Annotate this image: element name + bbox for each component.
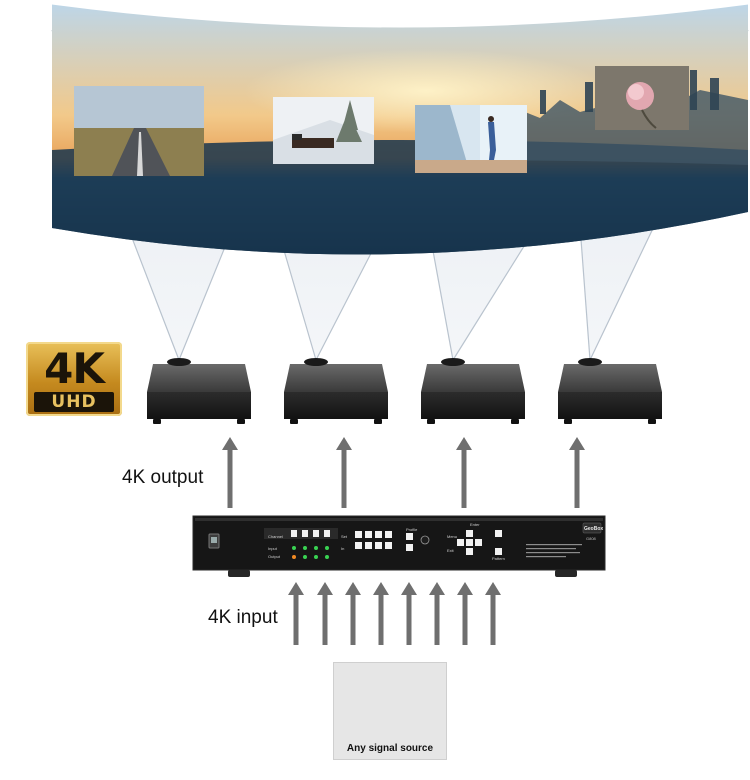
nav-up-button bbox=[466, 530, 473, 537]
device-model: G808 bbox=[586, 536, 597, 541]
video-wall-processor: Channel Input Output Set In Profile Menu… bbox=[192, 515, 606, 577]
device-label-pattern: Pattern bbox=[492, 556, 505, 561]
profile-button-2 bbox=[406, 544, 413, 551]
nav-center-button bbox=[466, 539, 473, 546]
channel-button-1 bbox=[291, 530, 297, 537]
projector-row bbox=[147, 358, 662, 424]
signal-source-caption: Any signal source bbox=[346, 743, 434, 754]
output-arrow-3 bbox=[456, 437, 472, 508]
set-in-button-2-3 bbox=[375, 542, 382, 549]
output-arrow-2 bbox=[336, 437, 352, 508]
input-led-1 bbox=[292, 546, 296, 550]
output-arrow-1 bbox=[222, 437, 238, 508]
photo-frozen-flower bbox=[595, 66, 689, 130]
projector-1 bbox=[147, 358, 251, 424]
input-led-4 bbox=[325, 546, 329, 550]
set-in-button-2-1 bbox=[355, 542, 362, 549]
channel-button-2 bbox=[302, 530, 308, 537]
input-arrow-2 bbox=[317, 582, 333, 645]
output-led-3 bbox=[314, 555, 318, 559]
device-label-exit: Exit bbox=[447, 548, 455, 553]
device-label-profile: Profile bbox=[406, 527, 418, 532]
device-label-enter: Enter bbox=[470, 522, 480, 527]
badge-standard: UHD bbox=[34, 392, 114, 412]
photo-snow-train bbox=[273, 97, 374, 164]
device-row-label-output: Output bbox=[268, 554, 281, 559]
projector-4 bbox=[558, 358, 662, 424]
set-in-button-1-4 bbox=[385, 531, 392, 538]
output-arrow-4 bbox=[569, 437, 585, 508]
pattern-button-1 bbox=[495, 530, 502, 537]
input-arrows bbox=[288, 582, 501, 645]
projector-2 bbox=[284, 358, 388, 424]
input-led-2 bbox=[303, 546, 307, 550]
channel-button-4 bbox=[324, 530, 330, 537]
output-arrows bbox=[222, 437, 585, 508]
device-row-label-channel: Channel bbox=[268, 534, 283, 539]
input-arrow-8 bbox=[485, 582, 501, 645]
set-in-button-1-2 bbox=[365, 531, 372, 538]
device-side-label-set: Set bbox=[341, 534, 348, 539]
photo-man-architecture bbox=[415, 105, 527, 173]
input-arrow-6 bbox=[429, 582, 445, 645]
device-label-menu: Menu bbox=[447, 534, 457, 539]
photo-road-landscape bbox=[74, 86, 204, 176]
output-label: 4K output bbox=[122, 467, 204, 488]
output-led-1 bbox=[292, 555, 296, 559]
signal-source-panel: Any signal source bbox=[333, 662, 447, 760]
nav-left-button bbox=[457, 539, 464, 546]
input-led-3 bbox=[314, 546, 318, 550]
device-brand: GeoBox bbox=[584, 526, 603, 532]
input-arrow-5 bbox=[401, 582, 417, 645]
input-arrow-3 bbox=[345, 582, 361, 645]
input-arrow-4 bbox=[373, 582, 389, 645]
device-side-label-in: In bbox=[341, 546, 344, 551]
profile-button-1 bbox=[406, 533, 413, 540]
input-label: 4K input bbox=[208, 607, 278, 628]
set-in-button-1-1 bbox=[355, 531, 362, 538]
input-arrow-1 bbox=[288, 582, 304, 645]
pattern-button-2 bbox=[495, 548, 502, 555]
input-arrow-7 bbox=[457, 582, 473, 645]
output-led-4 bbox=[325, 555, 329, 559]
nav-down-button bbox=[466, 548, 473, 555]
device-row-label-input: Input bbox=[268, 546, 278, 551]
badge-resolution: 4K bbox=[44, 344, 105, 393]
set-in-button-1-3 bbox=[375, 531, 382, 538]
nav-right-button bbox=[475, 539, 482, 546]
4k-uhd-badge: 4K UHD bbox=[26, 342, 122, 416]
set-in-button-2-2 bbox=[365, 542, 372, 549]
projector-3 bbox=[421, 358, 525, 424]
set-in-button-2-4 bbox=[385, 542, 392, 549]
ir-sensor-icon bbox=[420, 535, 430, 545]
output-led-2 bbox=[303, 555, 307, 559]
channel-button-3 bbox=[313, 530, 319, 537]
